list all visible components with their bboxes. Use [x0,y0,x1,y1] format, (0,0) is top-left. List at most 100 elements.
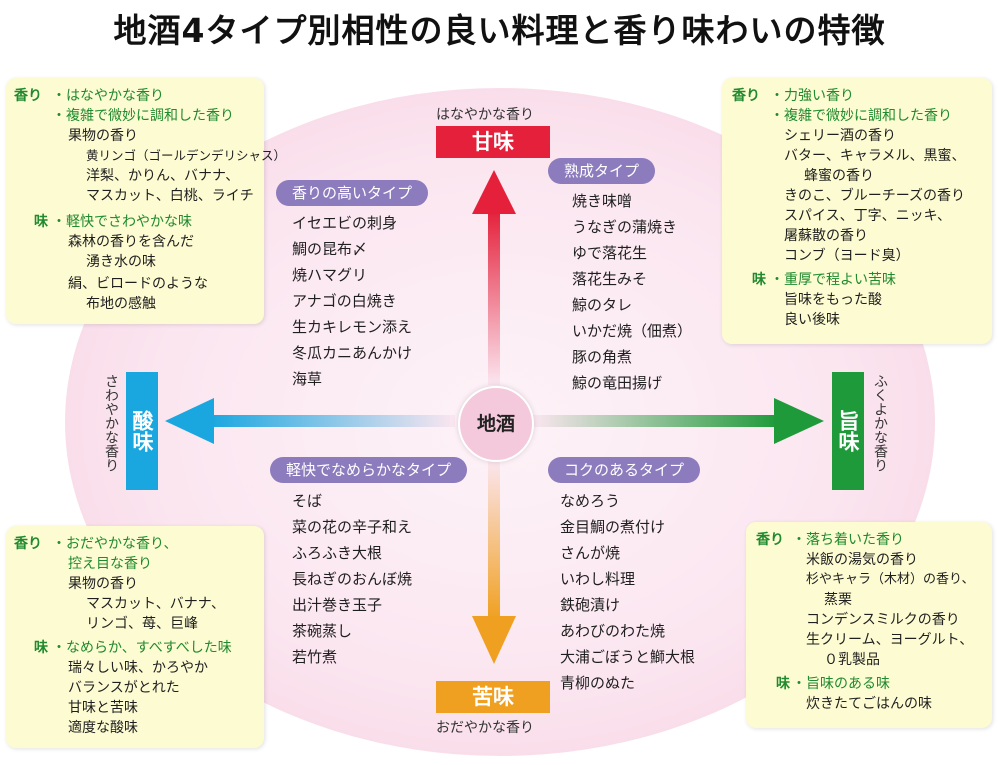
type-tl: 香りの高いタイプ [276,180,429,206]
aroma-detail: コンブ（ヨード臭） [784,248,910,264]
dish-item: 冬瓜カニあんかけ [292,344,413,362]
aroma-detail: ０乳製品 [824,652,880,668]
aroma-detail: 米飯の湯気の香り [806,552,918,568]
dish-item: 生カキレモン添え [292,318,413,336]
aroma-item: ・複雑で微妙に調和した香り [52,108,234,124]
aroma-label: 香り [756,532,784,548]
aroma-detail: マスカット、バナナ、 [86,596,226,612]
aroma-detail: 蒸栗 [824,592,852,608]
taste-detail: 甘味と苦味 [68,700,138,716]
dish-item: 焼き味噌 [572,192,633,210]
aroma-detail: コンデンスミルクの香り [806,612,960,628]
note-box-bl: 香り ・おだやかな香り、 控え目な香り 果物の香り マスカット、バナナ、 リンゴ… [6,526,264,748]
aroma-detail: スパイス、丁字、ニッキ、 [784,208,952,224]
aroma-label: 香り [732,88,760,104]
note-box-tr: 香り ・力強い香り ・複雑で微妙に調和した香り シェリー酒の香り バター、キャラ… [722,78,992,344]
aroma-detail: 黄リンゴ（ゴールデンデリシャス） [86,148,287,163]
taste-detail: 布地の感触 [86,296,156,312]
dish-item: 金目鯛の煮付け [560,518,666,536]
aroma-detail: 蜂蜜の香り [804,168,874,184]
taste-detail: 炊きたてごはんの味 [806,696,932,712]
arrow-down [472,460,516,664]
aroma-detail: シェリー酒の香り [784,128,896,144]
aroma-label: 香り [14,536,42,552]
taste-detail: バランスがとれた [68,680,180,696]
taste-label: 味 [776,676,790,692]
center-node: 地酒 [458,386,534,462]
aroma-item: ・はなやかな香り [52,88,164,104]
left-axis-sub: さわやかな香り [103,374,119,472]
dish-item: さんが焼 [560,544,621,562]
aroma-detail: きのこ、ブルーチーズの香り [784,188,966,204]
bottom-axis-sub: おだやかな香り [436,720,534,736]
aroma-detail: マスカット、白桃、ライチ [86,188,254,204]
arrow-right [533,398,824,444]
taste-detail: 良い後味 [784,312,840,328]
taste-label: 味 [752,272,766,288]
page-title: 地酒4タイプ別相性の良い料理と香り味わいの特徴 [113,11,886,50]
taste-item: ・旨味のある味 [792,676,890,692]
taste-detail: 絹、ビロードのような [68,276,208,292]
dish-item: なめろう [560,492,621,510]
taste-detail: 適度な酸味 [68,720,138,736]
dish-item: そば [292,492,323,510]
dish-item: いわし料理 [560,570,636,588]
right-axis-label: 旨味 [832,372,864,490]
taste-detail: 森林の香りを含んだ [68,234,194,250]
right-axis-sub: ふくよかな香り [872,374,888,472]
aroma-label: 香り [14,88,42,104]
left-axis-label: 酸味 [126,372,158,490]
aroma-item: ・力強い香り [770,88,854,104]
aroma-detail: 果物の香り [68,128,138,144]
taste-item: ・なめらか、すべすべした味 [52,640,232,656]
top-axis-sub: はなやかな香り [436,107,534,123]
taste-label: 味 [34,640,48,656]
top-axis-label: 甘味 [436,126,550,158]
taste-item: ・重厚で程よい苦味 [770,272,896,288]
taste-detail: 瑞々しい味、かろやか [68,660,208,676]
note-box-br: 香り ・落ち着いた香り 米飯の湯気の香り 杉やキャラ（木材）の香り、 蒸栗 コン… [746,522,992,728]
dish-item: 海草 [292,370,323,388]
dish-item: 鯨の竜田揚げ [572,374,663,392]
arrow-up [472,170,516,385]
dish-item: 鯨のタレ [572,296,633,314]
dish-item: 茶碗蒸し [292,622,353,640]
dish-item: 大浦ごぼうと鰤大根 [560,648,696,666]
taste-label: 味 [34,214,48,230]
type-bl: 軽快でなめらかなタイプ [270,457,468,483]
bottom-axis-label: 苦味 [436,681,550,713]
dish-item: 出汁巻き玉子 [292,596,383,614]
aroma-detail: 洋梨、かりん、バナナ、 [86,168,240,184]
dish-item: 菜の花の辛子和え [292,518,413,536]
dish-item: 長ねぎのおんぼ焼 [292,570,413,588]
aroma-item: ・複雑で微妙に調和した香り [770,108,952,124]
type-tr: 熟成タイプ [548,158,656,184]
aroma-detail: 果物の香り [68,576,138,592]
aroma-item: ・おだやかな香り、 [52,536,178,552]
taste-detail: 湧き水の味 [86,254,156,270]
dish-item: 豚の角煮 [572,348,633,366]
note-box-tl: 香り ・はなやかな香り ・複雑で微妙に調和した香り 果物の香り 黄リンゴ（ゴール… [6,78,286,324]
aroma-detail: 杉やキャラ（木材）の香り、 [806,572,975,587]
aroma-detail: 屠蘇散の香り [784,228,868,244]
dish-item: 青柳のぬた [560,674,636,692]
dish-item: うなぎの蒲焼き [572,218,678,236]
aroma-detail: バター、キャラメル、黒蜜、 [784,148,966,164]
type-br: コクのあるタイプ [548,457,701,483]
dish-item: 若竹煮 [292,648,338,666]
dish-item: ゆで落花生 [572,244,648,262]
dish-item: ふろふき大根 [292,544,383,562]
dish-item: いかだ焼（佃煮） [572,322,693,340]
taste-detail: 旨味をもった酸 [784,292,882,308]
dish-item: 鉄砲漬け [560,596,621,614]
aroma-item: ・落ち着いた香り [792,532,904,548]
aroma-item: 控え目な香り [68,556,152,572]
dish-item: イセエビの刺身 [292,214,398,232]
dish-item: 落花生みそ [572,270,648,288]
dish-item: 焼ハマグリ [292,266,368,284]
aroma-detail: 生クリーム、ヨーグルト、 [806,632,974,648]
taste-item: ・軽快でさわやかな味 [52,214,192,230]
arrow-left [165,398,455,444]
dish-item: 鯛の昆布〆 [292,240,368,258]
